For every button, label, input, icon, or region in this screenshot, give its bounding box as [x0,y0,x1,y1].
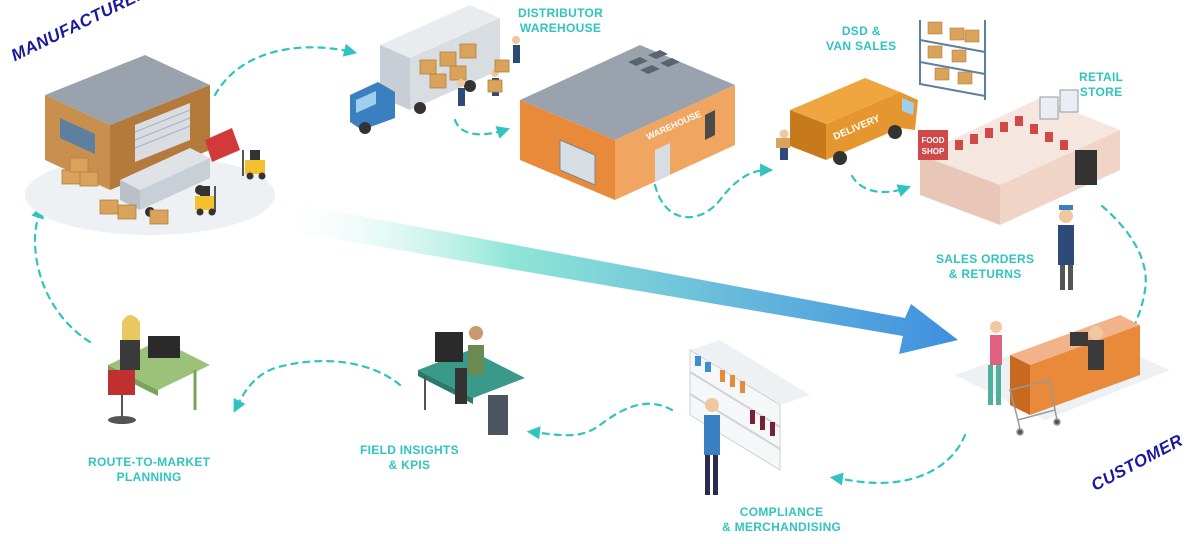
label-retail-store: RETAIL STORE [1079,70,1123,100]
flow-insights-to-planning [233,359,402,413]
food-shop-sign-line-2: SHOP [922,147,945,156]
food-shop-sign: FOOD SHOP [918,130,948,160]
label-distributor-warehouse: DISTRIBUTOR WAREHOUSE [518,6,603,36]
label-line: VAN SALES [826,39,897,53]
label-line: PLANNING [116,470,182,484]
label-line: ROUTE-TO-MARKET [88,455,211,469]
main-flow-arrow [270,200,958,354]
flow-dsd-to-retail [850,174,911,197]
label-line: WAREHOUSE [519,21,602,35]
flow-truck-loop [453,118,511,139]
planning-desk-illustration [108,315,210,424]
label-line: DISTRIBUTOR [518,6,604,20]
forklift-icon [242,150,266,180]
merchandising-shelf-illustration [689,340,810,495]
label-line: STORE [1079,85,1123,99]
flow-planning-to-manufacturer [31,204,92,344]
field-insights-desk-illustration [418,326,525,435]
label-line: & RETURNS [948,267,1022,281]
label-dsd-van-sales: DSD & VAN SALES [826,24,897,54]
flow-customer-to-compliance [829,433,967,486]
label-line: & KPIS [388,458,431,472]
forklift-icon [195,186,216,216]
label-line: SALES ORDERS [936,252,1035,266]
label-sales-orders-returns: SALES ORDERS & RETURNS [936,252,1034,282]
label-line: DSD & [841,24,881,38]
retail-store-illustration [920,89,1120,290]
label-line: FIELD INSIGHTS [360,443,459,457]
label-compliance-merchandising: COMPLIANCE & MERCHANDISING [722,505,841,535]
shopping-cart-icon [1009,379,1061,436]
label-route-to-market-planning: ROUTE-TO-MARKET PLANNING [88,455,210,485]
customer-checkout-illustration [955,315,1170,436]
label-line: & MERCHANDISING [722,520,842,534]
distributor-truck-illustration [350,5,520,134]
label-line: COMPLIANCE [739,505,824,519]
flow-warehouse-to-dsd [653,163,774,219]
manufacturer-factory-illustration [25,55,275,235]
distributor-warehouse-illustration [520,45,735,200]
flow-manufacturer-to-distributor [213,43,358,97]
flow-compliance-to-insights [526,402,674,440]
delivery-van-illustration [776,20,986,165]
food-shop-sign-line-1: FOOD [921,136,944,145]
label-field-insights-kpis: FIELD INSIGHTS & KPIS [360,443,459,473]
label-line: RETAIL [1079,70,1124,84]
